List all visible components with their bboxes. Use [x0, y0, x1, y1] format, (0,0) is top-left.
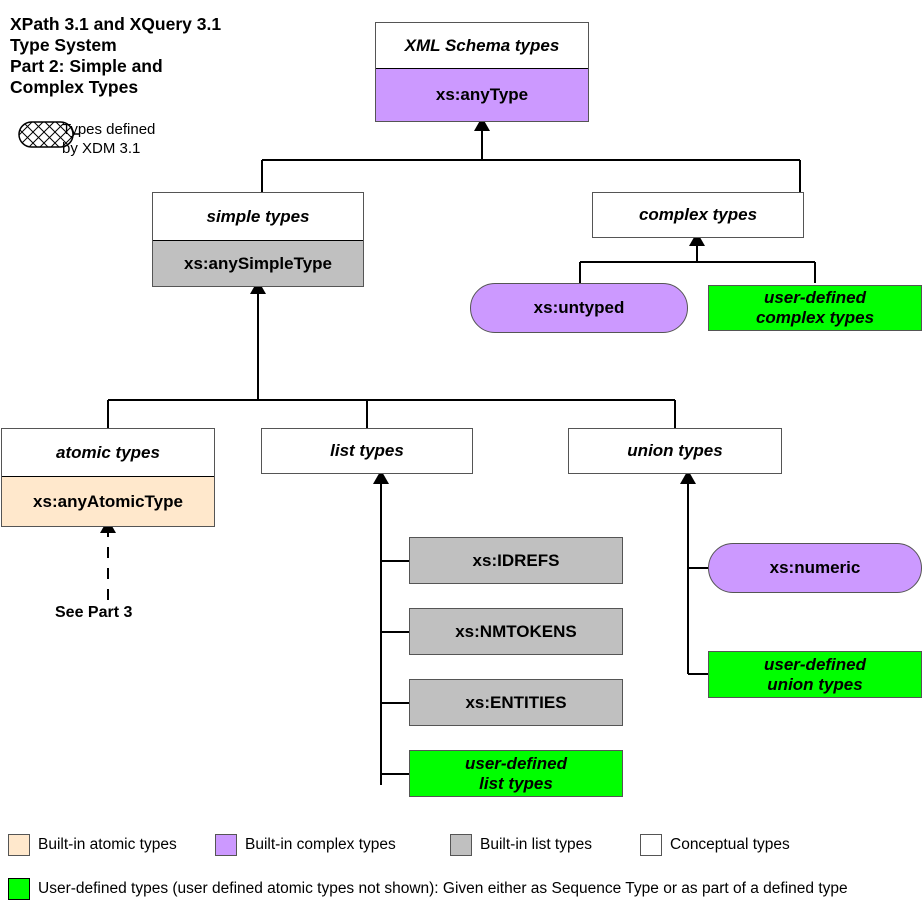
- node-header: XML Schema types: [376, 23, 588, 68]
- node-label: xs:IDREFS: [472, 550, 560, 570]
- node-simple-types[interactable]: simple types xs:anySimpleType: [152, 192, 364, 287]
- legend-label-builtin-complex: Built-in complex types: [245, 836, 396, 853]
- legend-swatch-builtin-list: [450, 834, 472, 856]
- node-body: xs:anyType: [376, 68, 588, 121]
- see-part-3-label: See Part 3: [55, 604, 133, 621]
- xdm-legend-label: Types defined by XDM 3.1: [62, 121, 156, 157]
- node-xs-nmtokens[interactable]: xs:NMTOKENS: [409, 608, 623, 655]
- node-label: xs:numeric: [769, 558, 861, 578]
- node-xml-schema-types[interactable]: XML Schema types xs:anyType: [375, 22, 589, 122]
- legend-swatch-user-defined: [8, 878, 30, 900]
- node-atomic-types[interactable]: atomic types xs:anyAtomicType: [1, 428, 215, 527]
- legend-label-conceptual: Conceptual types: [670, 836, 790, 853]
- node-label: user-defined list types: [464, 753, 568, 793]
- legend-label-user-defined: User-defined types (user defined atomic …: [38, 880, 848, 897]
- node-xs-numeric[interactable]: xs:numeric: [708, 543, 922, 593]
- node-xs-untyped[interactable]: xs:untyped: [470, 283, 688, 333]
- node-label: list types: [330, 441, 404, 461]
- node-xs-entities[interactable]: xs:ENTITIES: [409, 679, 623, 726]
- legend-swatch-conceptual: [640, 834, 662, 856]
- node-user-defined-complex-types[interactable]: user-defined complex types: [708, 285, 922, 331]
- node-label: user-defined complex types: [755, 288, 875, 327]
- node-xs-idrefs[interactable]: xs:IDREFS: [409, 537, 623, 584]
- node-header: atomic types: [2, 429, 214, 476]
- node-list-types[interactable]: list types: [261, 428, 473, 474]
- node-label: complex types: [638, 205, 758, 225]
- node-body: xs:anyAtomicType: [2, 476, 214, 526]
- node-label: union types: [627, 441, 723, 461]
- node-label: user-defined union types: [763, 654, 867, 694]
- page-title: XPath 3.1 and XQuery 3.1 Type System Par…: [10, 14, 222, 97]
- node-label: xs:ENTITIES: [465, 692, 567, 712]
- node-label: xs:NMTOKENS: [455, 621, 577, 641]
- legend-swatch-builtin-atomic: [8, 834, 30, 856]
- node-complex-types[interactable]: complex types: [592, 192, 804, 238]
- node-user-defined-union-types[interactable]: user-defined union types: [708, 651, 922, 698]
- node-header: simple types: [153, 193, 363, 240]
- node-user-defined-list-types[interactable]: user-defined list types: [409, 750, 623, 797]
- legend-label-builtin-atomic: Built-in atomic types: [38, 836, 177, 853]
- node-union-types[interactable]: union types: [568, 428, 782, 474]
- legend-label-builtin-list: Built-in list types: [480, 836, 592, 853]
- node-label: xs:untyped: [533, 298, 625, 318]
- legend-swatch-builtin-complex: [215, 834, 237, 856]
- node-body: xs:anySimpleType: [153, 240, 363, 286]
